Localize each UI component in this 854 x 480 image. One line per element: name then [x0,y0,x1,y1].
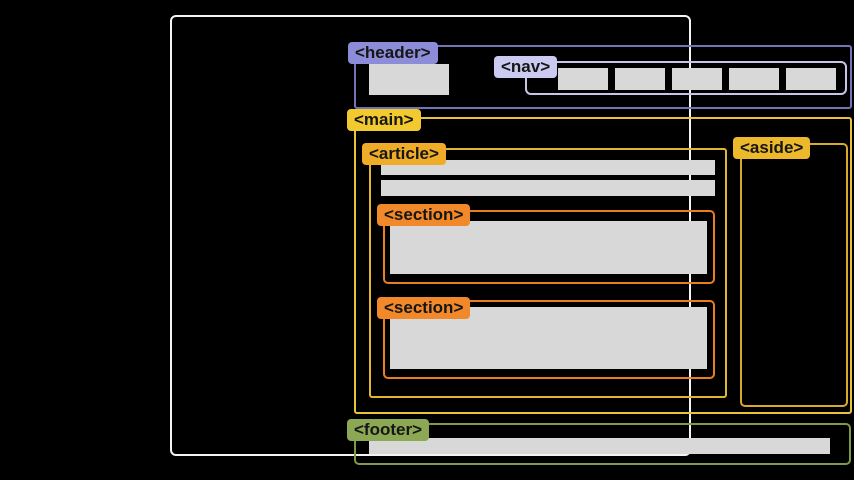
nav-item-placeholder [558,68,608,90]
main-tag-label: <main> [347,109,421,131]
section-2-tag-label: <section> [377,297,471,319]
article-text-placeholder-1 [381,160,715,175]
footer-element-box [354,423,851,465]
nav-items [558,68,836,90]
page-outline: <header> <nav> <main> <article> <section… [170,15,852,465]
header-element-box [354,45,852,109]
nav-item-placeholder [729,68,779,90]
article-tag-label: <article> [362,143,446,165]
section-2-element-box [383,300,715,379]
footer-text-placeholder [369,438,830,454]
nav-tag-label: <nav> [494,56,558,78]
article-text-placeholder-2 [381,180,715,196]
header-logo-placeholder [369,64,449,95]
nav-item-placeholder [786,68,836,90]
main-element-box [354,117,852,414]
section-1-tag-label: <section> [377,204,471,226]
aside-element-box [740,143,848,407]
section-1-element-box [383,210,715,284]
section-1-content-placeholder [390,221,707,274]
nav-item-placeholder [615,68,665,90]
aside-tag-label: <aside> [733,137,811,159]
nav-item-placeholder [672,68,722,90]
nav-element-box [525,61,847,95]
footer-tag-label: <footer> [347,419,430,441]
article-element-box [369,148,727,398]
header-tag-label: <header> [348,42,438,64]
